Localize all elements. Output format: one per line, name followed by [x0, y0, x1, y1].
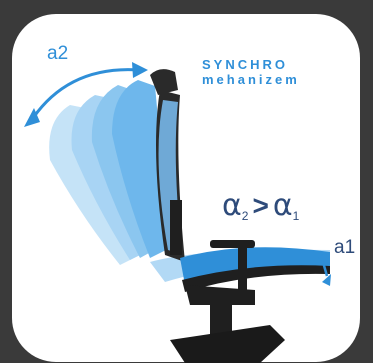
arrow-head-up-icon	[318, 252, 328, 264]
brand-title: SYNCHRO mehanizem	[202, 57, 300, 87]
chair-body	[150, 69, 330, 363]
alpha-1-index: 1	[292, 209, 300, 223]
seat-angle-label: a1	[334, 237, 356, 258]
angle-formula: α2>α1	[222, 188, 300, 223]
arrow-head-down-icon	[322, 274, 331, 286]
backrest-angle-arrow	[31, 68, 141, 119]
brand-line-2: mehanizem	[202, 72, 300, 87]
alpha-2-index: 2	[241, 209, 249, 223]
arrow-head-left-icon	[24, 108, 40, 127]
greater-than: >	[252, 190, 269, 221]
alpha-1-symbol: α	[272, 188, 293, 223]
seat-angle-arrow	[321, 261, 329, 277]
arrow-head-right-icon	[132, 62, 148, 78]
brand-line-1: SYNCHRO	[202, 57, 289, 72]
backrest-motion-trail	[49, 80, 166, 265]
backrest-angle-label: a2	[47, 43, 69, 64]
alpha-2-symbol: α	[222, 188, 242, 223]
